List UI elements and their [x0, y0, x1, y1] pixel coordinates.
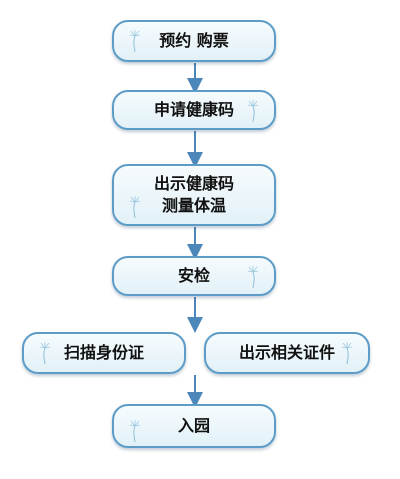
step-enter-park: 入园: [112, 404, 276, 448]
step-apply-health-code-label: 申请健康码: [153, 100, 234, 119]
step-show-health-code-label: 出示健康码 测量体温: [154, 173, 234, 217]
step-apply-health-code: 申请健康码: [112, 90, 276, 130]
dandelion-icon: [129, 420, 141, 442]
step-enter-park-label: 入园: [177, 416, 210, 435]
step-show-health-code-line1: 出示健康码: [153, 174, 234, 193]
step-scan-id-card: 扫描身份证: [22, 332, 186, 374]
step-scan-id-card-label: 扫描身份证: [63, 343, 144, 362]
step-book-ticket: 预约 购票: [112, 20, 276, 62]
step-show-documents-label: 出示相关证件: [238, 343, 335, 362]
dandelion-icon: [129, 196, 141, 218]
step-security-check-label: 安检: [177, 266, 210, 285]
dandelion-icon: [39, 342, 51, 364]
step-show-health-code-line2: 测量体温: [161, 196, 226, 215]
step-book-ticket-label: 预约 购票: [159, 31, 229, 50]
dandelion-icon: [247, 100, 259, 122]
step-show-documents: 出示相关证件: [204, 332, 370, 374]
dandelion-icon: [129, 30, 141, 52]
step-show-health-code: 出示健康码 测量体温: [112, 164, 276, 226]
step-security-check: 安检: [112, 256, 276, 296]
dandelion-icon: [247, 266, 259, 288]
dandelion-icon: [341, 342, 353, 364]
